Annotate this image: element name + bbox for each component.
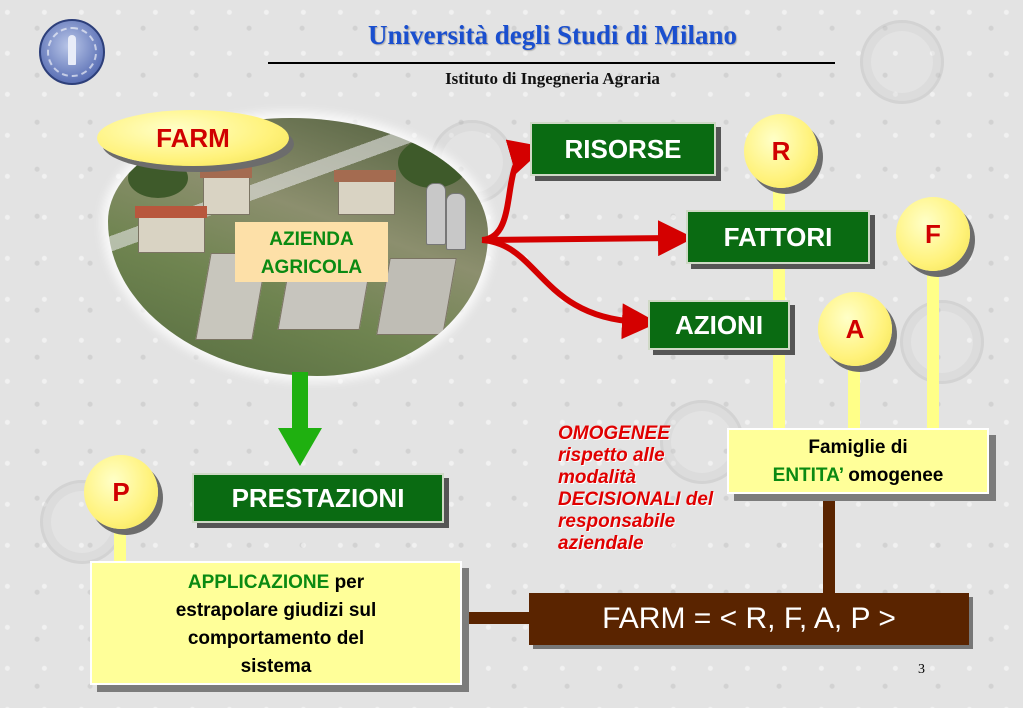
arrow-to-risorse: [481, 139, 546, 243]
connector-applicazione-formula: [465, 612, 531, 624]
omogenee-line: DECISIONALI del: [558, 489, 714, 510]
prestazioni-label: PRESTAZIONI: [231, 482, 405, 513]
watermark-seal: [860, 20, 944, 104]
applicazione-highlight: APPLICAZIONE: [187, 572, 330, 593]
azienda-agricola-label: AZIENDA AGRICOLA: [235, 222, 388, 282]
letter-f: F: [925, 218, 941, 249]
letter-a-circle: A: [818, 292, 892, 366]
prestazioni-box: PRESTAZIONI: [192, 473, 444, 523]
connector-p: [114, 522, 126, 562]
omogenee-line: OMOGENEE: [558, 423, 670, 444]
page-number: 3: [918, 662, 925, 677]
farm-formula: FARM = < R, F, A, P >: [602, 602, 896, 635]
risorse-box: RISORSE: [530, 122, 716, 176]
applicazione-line-1: per: [329, 572, 365, 593]
entita-highlight: ENTITA’: [772, 465, 844, 486]
letter-f-circle: F: [896, 197, 970, 271]
letter-r-circle: R: [744, 114, 818, 188]
applicazione-line-3: comportamento del: [187, 628, 365, 649]
omogenee-line: rispetto alle: [558, 445, 665, 466]
farm-ellipse-label: FARM: [156, 122, 230, 153]
farm-formula-box: FARM = < R, F, A, P >: [529, 593, 969, 645]
azienda-line-2: AGRICOLA: [260, 257, 363, 278]
famiglie-line-1: Famiglie di: [808, 437, 908, 458]
letter-p-circle: P: [84, 455, 158, 529]
omogenee-line: modalità: [558, 467, 637, 488]
azienda-line-1: AZIENDA: [269, 229, 354, 250]
omogenee-line: aziendale: [558, 533, 644, 554]
applicazione-box: APPLICAZIONE per estrapolare giudizi sul…: [90, 561, 462, 685]
title-divider: [268, 62, 835, 64]
connector-a: [848, 358, 860, 430]
letter-a: A: [845, 313, 865, 344]
letter-r: R: [771, 135, 791, 166]
watermark-seal: [900, 300, 984, 384]
azioni-label: AZIONI: [674, 309, 764, 340]
slide-subtitle: Istituto di Ingegneria Agraria: [445, 69, 660, 88]
applicazione-line-4: sistema: [240, 656, 312, 677]
arrow-down-head: [278, 428, 322, 466]
omogenee-note: OMOGENEE rispetto alle modalità DECISION…: [558, 423, 788, 555]
fattori-box: FATTORI: [686, 210, 870, 264]
letter-p: P: [112, 476, 130, 507]
arrow-down-shaft: [292, 372, 308, 430]
arrow-to-fattori: [481, 220, 694, 257]
farm-ellipse: FARM: [97, 110, 289, 166]
famiglie-entita-box: Famiglie di ENTITA’ omogenee: [727, 428, 989, 494]
risorse-label: RISORSE: [564, 133, 682, 164]
applicazione-line-2: estrapolare giudizi sul: [175, 600, 377, 621]
omogenee-line: responsabile: [558, 511, 676, 532]
connector-entita-formula: [823, 497, 835, 595]
connector-f: [927, 262, 939, 432]
omogenee-text: omogenee: [843, 465, 944, 486]
arrow-to-azioni: [481, 237, 658, 340]
university-logo: [39, 19, 105, 85]
azioni-box: AZIONI: [648, 300, 790, 350]
slide-title: Università degli Studi di Milano: [367, 20, 738, 50]
fattori-label: FATTORI: [723, 221, 833, 252]
